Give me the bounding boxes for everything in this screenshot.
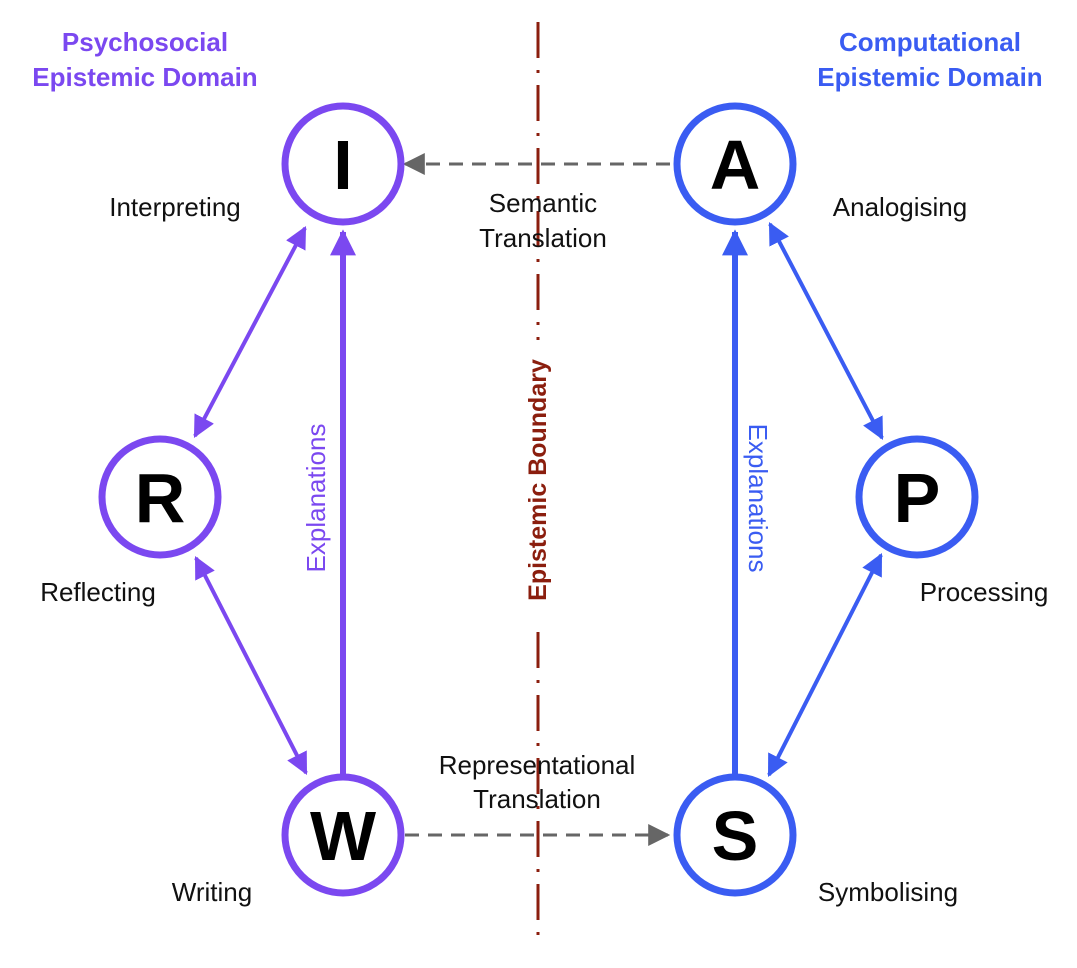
node-processing: P <box>855 435 979 559</box>
left-domain-title-line2: Epistemic Domain <box>32 62 257 92</box>
node-interpreting-circle <box>281 102 405 226</box>
node-writing-circle <box>281 773 405 897</box>
processing-symbolising-arrow <box>767 553 883 777</box>
node-reflecting: R <box>98 435 222 559</box>
left-domain-title-line1: Psychosocial <box>62 27 228 57</box>
boundary-label: Epistemic Boundary <box>524 359 552 601</box>
right-explanations-label: Explanations <box>743 424 773 573</box>
semantic-translation-label-line2: Translation <box>479 223 607 253</box>
node-writing: W <box>281 773 405 897</box>
right-domain-title-line2: Epistemic Domain <box>817 62 1042 92</box>
node-symbolising-letter: S <box>712 797 759 875</box>
writing-label: Writing <box>172 877 252 907</box>
node-writing-letter: W <box>310 797 376 875</box>
symbolising-label: Symbolising <box>818 877 958 907</box>
node-processing-letter: P <box>894 459 941 537</box>
interpreting-label: Interpreting <box>109 192 241 222</box>
processing-label: Processing <box>920 577 1049 607</box>
representational-translation-label-line2: Translation <box>473 784 601 814</box>
node-symbolising-circle <box>673 773 797 897</box>
analogising-processing-arrow <box>768 222 884 440</box>
representational-translation-label-line1: Representational <box>439 750 636 780</box>
node-interpreting: I <box>281 102 405 226</box>
node-interpreting-letter: I <box>333 126 352 204</box>
interpreting-reflecting-arrow <box>193 226 307 438</box>
left-explanations-label: Explanations <box>301 424 331 573</box>
node-symbolising: S <box>673 773 797 897</box>
node-reflecting-letter: R <box>135 459 186 537</box>
semantic-translation-label-line1: Semantic <box>489 188 597 218</box>
node-reflecting-circle <box>98 435 222 559</box>
reflecting-label: Reflecting <box>40 577 156 607</box>
node-processing-circle <box>855 435 979 559</box>
analogising-label: Analogising <box>833 192 967 222</box>
node-analogising: A <box>673 102 797 226</box>
node-analogising-letter: A <box>710 126 761 204</box>
right-domain-title-line1: Computational <box>839 27 1021 57</box>
node-analogising-circle <box>673 102 797 226</box>
reflecting-writing-arrow <box>194 556 308 775</box>
